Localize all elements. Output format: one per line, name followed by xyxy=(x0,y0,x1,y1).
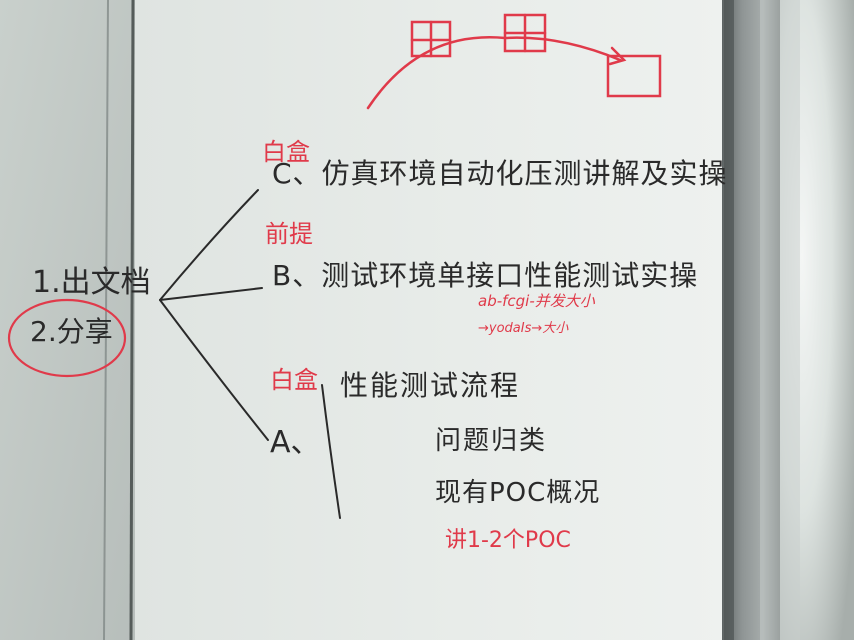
branch-b-label: B、测试环境单接口性能测试实操 xyxy=(272,259,699,292)
brace-a xyxy=(321,384,341,519)
branch-a-label: A、 xyxy=(270,425,321,460)
branch-b-note-1: ab-fcgi-并发大小 xyxy=(478,292,595,310)
branch-a-footnote: 讲1-2个POC xyxy=(445,528,571,553)
branch-line-b xyxy=(159,287,263,301)
branch-a-sub-2: 问题归类 xyxy=(435,426,548,456)
branch-c-label: C、仿真环境自动化压测讲解及实操 xyxy=(272,157,728,190)
branch-c-tag: 白盒 xyxy=(262,138,310,166)
branch-line-a xyxy=(159,299,269,441)
branch-b-tag: 前提 xyxy=(265,220,313,248)
panel-seam xyxy=(129,0,135,640)
branch-line-c xyxy=(159,189,259,301)
branch-a-sub-1: 性能测试流程 xyxy=(340,369,521,402)
branch-b-note-2: →yodaIs→大小 xyxy=(478,321,569,336)
main-board xyxy=(135,0,727,640)
red-circle xyxy=(7,298,127,378)
branch-a-tag: 白盒 xyxy=(270,366,318,394)
list-item-1: 1.出文档 xyxy=(32,265,151,300)
list-item-2: 2.分享 xyxy=(30,315,113,348)
branch-a-sub-3: 现有POC概况 xyxy=(435,478,601,508)
left-panel xyxy=(0,0,135,640)
